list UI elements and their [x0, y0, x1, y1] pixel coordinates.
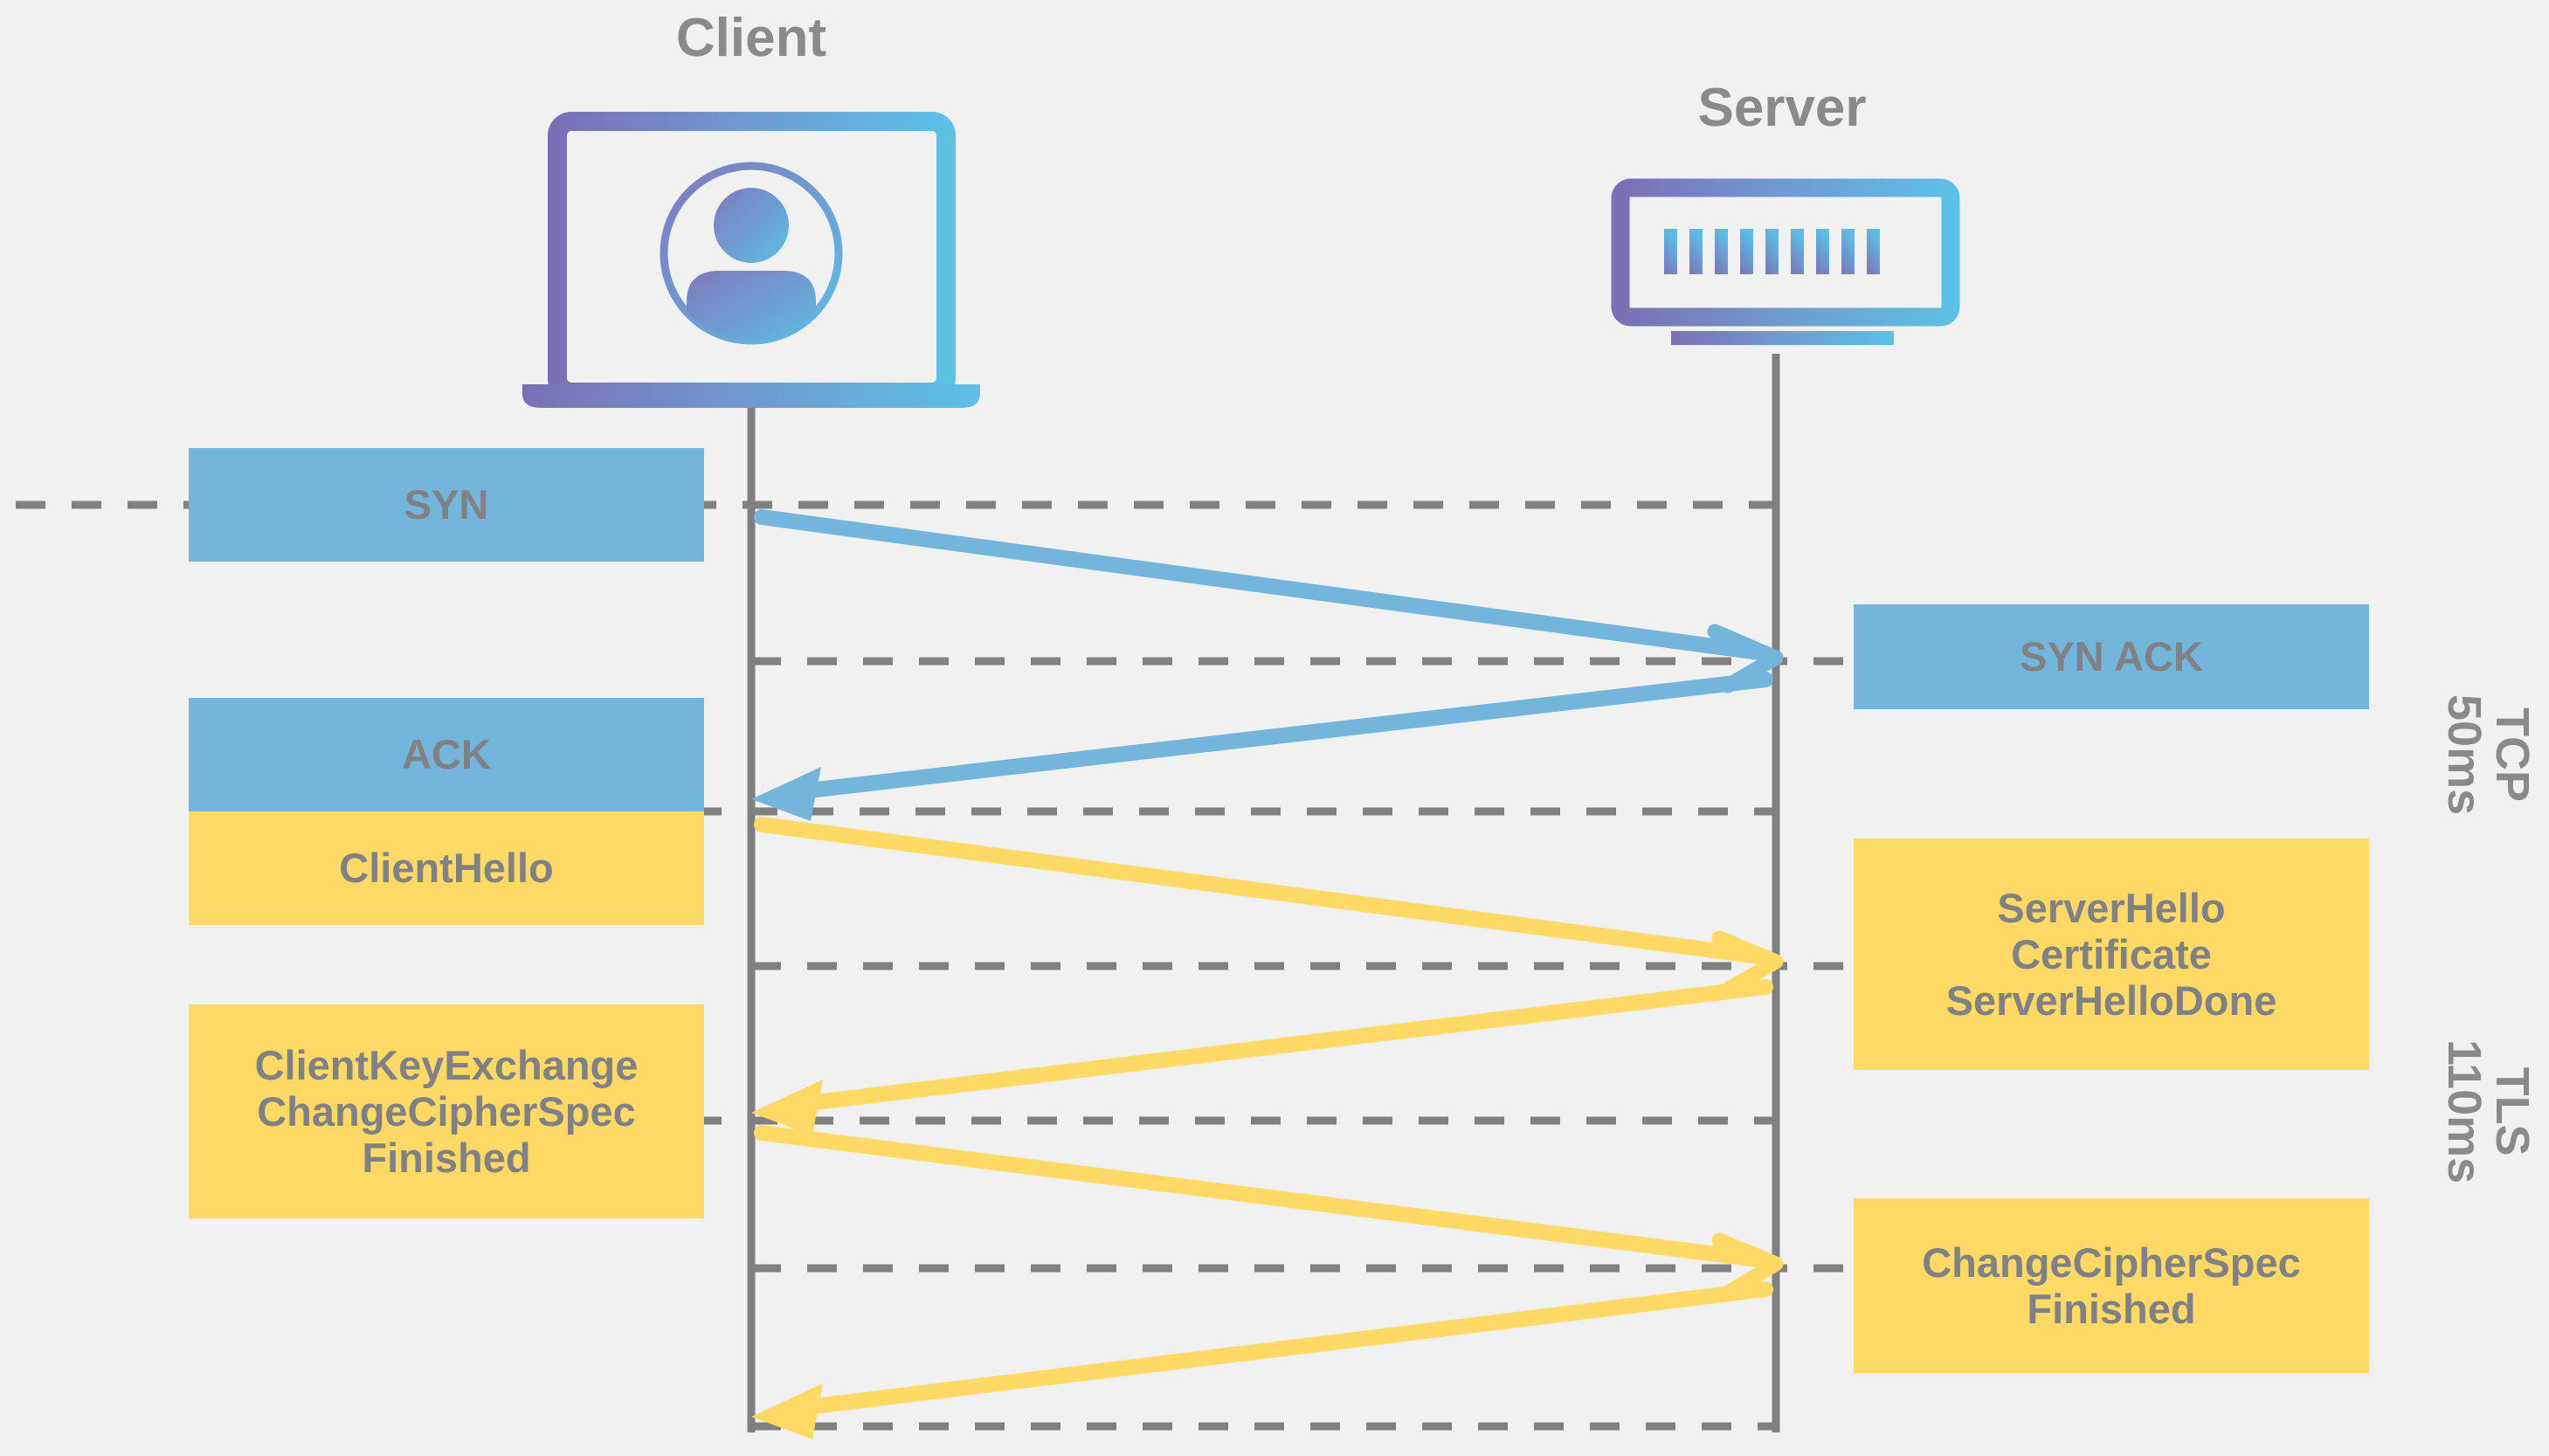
message-label: SYN [404, 481, 489, 528]
client-title: Client [675, 8, 827, 68]
time-guides [16, 500, 1854, 1431]
laptop-user-icon [522, 112, 980, 408]
message-label-line: ServerHello [1997, 884, 2226, 931]
phase-label-tcp: TCP 50ms [2437, 694, 2539, 816]
arrow-synack [751, 672, 1773, 821]
arrow-ccs-fin [751, 1281, 1773, 1439]
message-box-ack[interactable]: ACK [189, 698, 704, 811]
message-label-line: ChangeCipherSpec [1922, 1239, 2301, 1286]
phase-label-tls: TLS 110ms [2437, 1039, 2539, 1184]
phase-protocol: TCP [2486, 707, 2539, 803]
message-label-line: Finished [2027, 1286, 2196, 1332]
message-box-serverhello[interactable]: ServerHello Certificate ServerHelloDone [1854, 838, 2369, 1070]
message-box-changecipherspec-finished[interactable]: ChangeCipherSpec Finished [1854, 1198, 2369, 1373]
message-box-clienthello[interactable]: ClientHello [189, 811, 704, 925]
lifelines [747, 354, 1780, 1432]
message-label-line: Certificate [2011, 930, 2212, 977]
server-title: Server [1697, 78, 1867, 138]
message-label-line: ServerHelloDone [1945, 977, 2277, 1025]
message-label-line: ClientKeyExchange [254, 1041, 639, 1088]
message-label-line: Finished [362, 1135, 531, 1182]
arrow-serverhello [751, 979, 1773, 1135]
message-label: ACK [402, 731, 491, 778]
message-box-client-key-exchange[interactable]: ClientKeyExchange ChangeCipherSpec Finis… [189, 1004, 704, 1218]
message-label-line: ChangeCipherSpec [257, 1087, 636, 1135]
phase-duration: 50ms [2437, 694, 2490, 816]
phase-duration: 110ms [2437, 1039, 2490, 1184]
message-label: SYN ACK [2020, 633, 2203, 680]
arrow-clientkex [754, 1125, 1784, 1299]
phase-protocol: TLS [2486, 1066, 2539, 1156]
arrow-clienthello [754, 817, 1784, 996]
message-box-syn-ack[interactable]: SYN ACK [1854, 604, 2369, 709]
server-rack-icon [1611, 178, 1960, 345]
message-label: ClientHello [339, 845, 554, 892]
arrow-syn [754, 509, 1784, 693]
message-box-syn[interactable]: SYN [189, 448, 704, 562]
